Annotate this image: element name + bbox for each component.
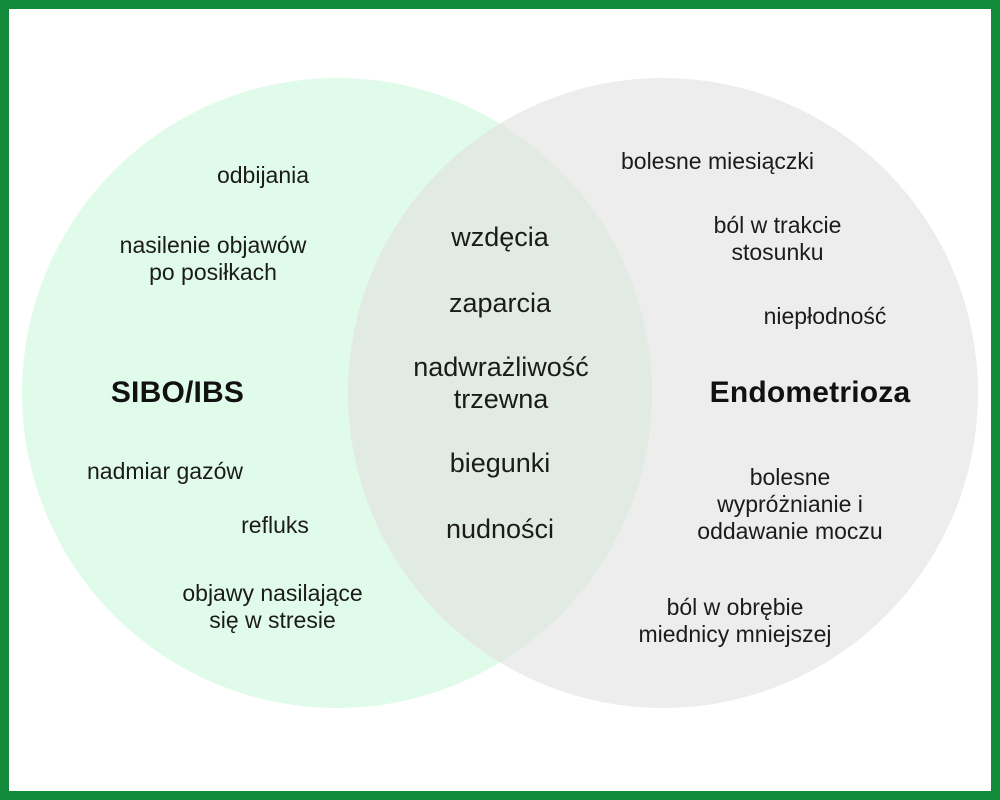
venn-item-right-2: niepłodność — [763, 303, 887, 329]
venn-item-left-2: nadmiar gazów — [87, 458, 243, 484]
venn-label-left: SIBO/IBS — [110, 376, 245, 409]
venn-item-overlap-4: nudności — [445, 514, 555, 544]
venn-item-overlap-0: wzdęcia — [451, 222, 549, 252]
venn-item-overlap-1: zaparcia — [448, 288, 552, 318]
venn-item-left-3: refluks — [241, 512, 309, 538]
venn-label-right: Endometrioza — [709, 376, 911, 409]
venn-item-overlap-3: biegunki — [449, 448, 551, 478]
venn-item-right-0: bolesne miesiączki — [620, 148, 815, 174]
venn-item-left-0: odbijania — [216, 162, 310, 188]
